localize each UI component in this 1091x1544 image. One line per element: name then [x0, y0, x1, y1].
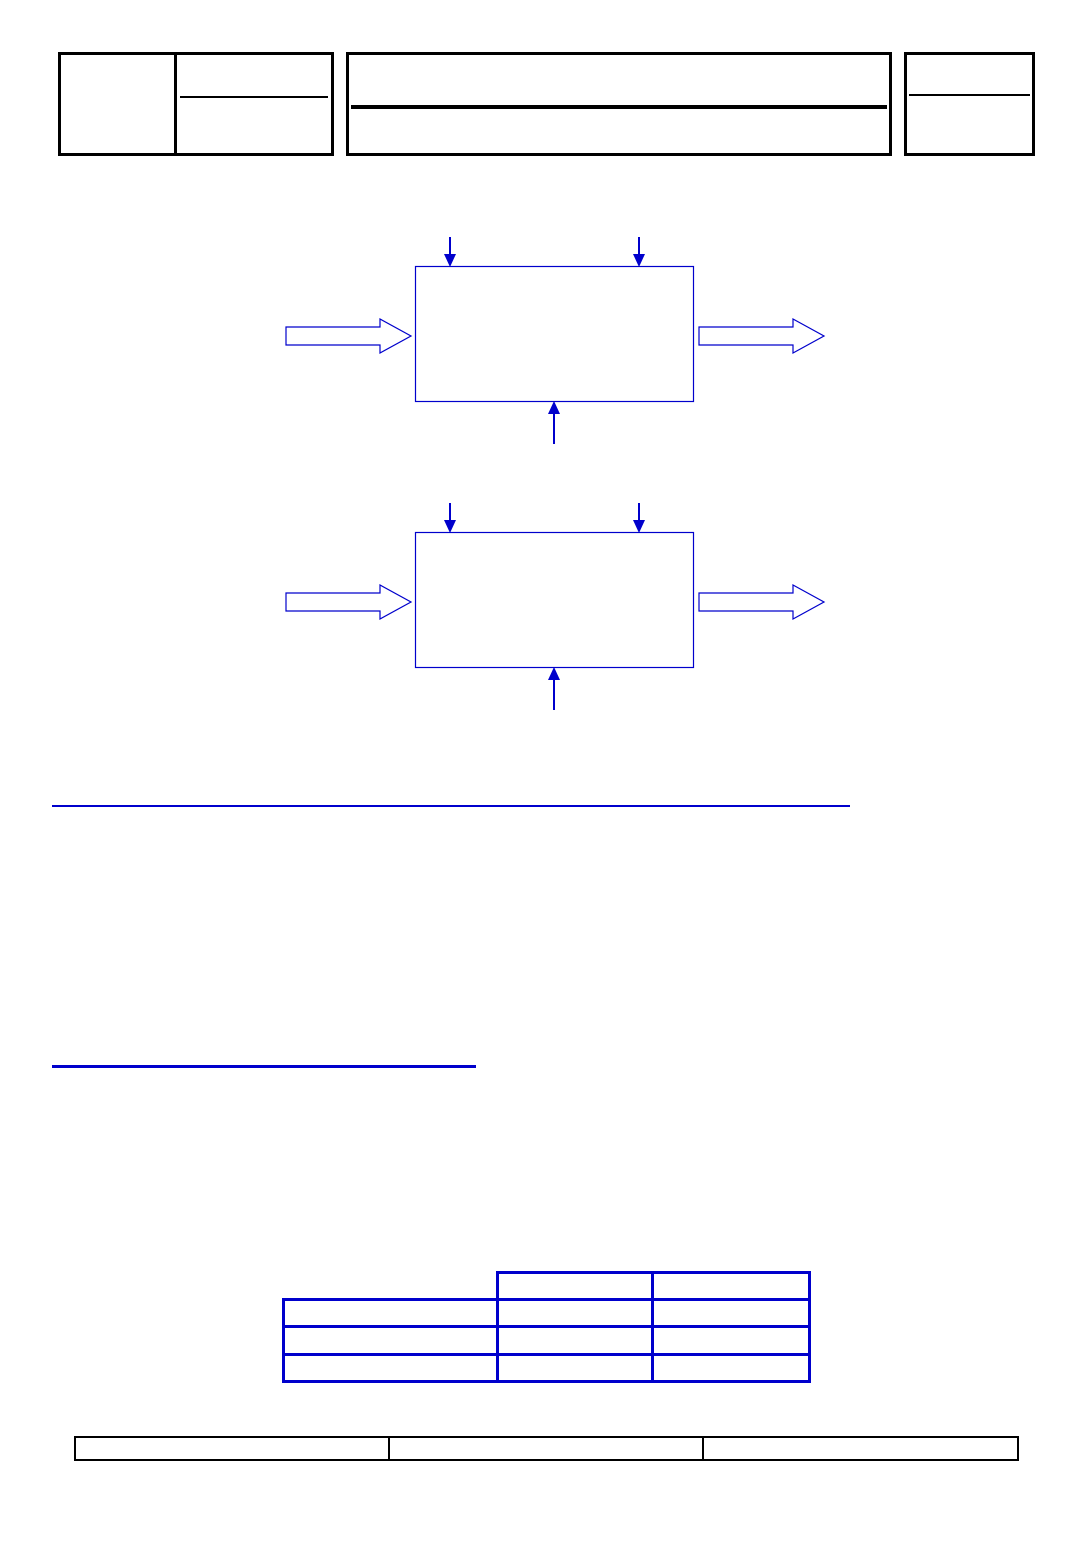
input-block-arrow-1 [285, 317, 413, 355]
footer-bar [74, 1436, 1019, 1461]
control-arrowhead-left-1 [444, 254, 456, 267]
table-header-cell [651, 1271, 811, 1301]
header-page-divider [909, 94, 1030, 96]
diagram-2-control-right-label [645, 498, 765, 504]
table-cell [651, 1298, 811, 1328]
summary-table [282, 1271, 811, 1383]
table-header-cell [496, 1271, 654, 1301]
section-1-body [52, 820, 1012, 826]
diagram-1-mechanism-label [560, 422, 680, 428]
mechanism-arrowhead-1 [548, 401, 560, 414]
table-cell [496, 1298, 654, 1328]
diagram-1-control-left-label [456, 232, 576, 238]
output-block-arrow-2 [698, 583, 826, 621]
diagram-2-control-left-label [456, 498, 576, 504]
control-arrowhead-right-1 [633, 254, 645, 267]
process-box-2 [414, 531, 695, 669]
diagram-1-box-label [420, 320, 688, 326]
section-1-rule [52, 805, 850, 807]
diagram-1-output-label [700, 300, 820, 306]
section-1-heading [52, 782, 848, 788]
control-arrowhead-right-2 [633, 520, 645, 533]
table-cell [496, 1325, 654, 1356]
table-cell [651, 1325, 811, 1356]
section-2-rule [52, 1065, 476, 1068]
footer-cell-left [74, 1436, 390, 1461]
table-row-label [282, 1325, 499, 1356]
section-2-body [52, 1080, 1012, 1086]
output-block-arrow-1 [698, 317, 826, 355]
diagram-2-mechanism-label [560, 688, 680, 694]
header-page-cell [904, 52, 1035, 156]
header-title-divider [351, 105, 887, 109]
mechanism-arrowhead-2 [548, 667, 560, 680]
diagram-2-input-label [286, 566, 406, 572]
diagram-2 [285, 503, 826, 710]
footer-cell-right [702, 1436, 1019, 1461]
table-row-label [282, 1353, 499, 1383]
diagram-2-output-label [700, 566, 820, 572]
diagram-1-control-right-label [645, 232, 765, 238]
diagram-2-box-label [420, 586, 688, 592]
table-row-label [282, 1298, 499, 1328]
diagram-1-input-label [286, 300, 406, 306]
diagram-1 [285, 237, 826, 444]
header-code-cell [174, 52, 334, 156]
control-arrowhead-left-2 [444, 520, 456, 533]
process-box-1 [414, 265, 695, 403]
input-block-arrow-2 [285, 583, 413, 621]
header-title-cell [346, 52, 892, 156]
footer-cell-center [388, 1436, 704, 1461]
section-2-heading [52, 1043, 474, 1049]
table-cell [651, 1353, 811, 1383]
table-cell [496, 1353, 654, 1383]
header-code-divider [180, 96, 328, 98]
